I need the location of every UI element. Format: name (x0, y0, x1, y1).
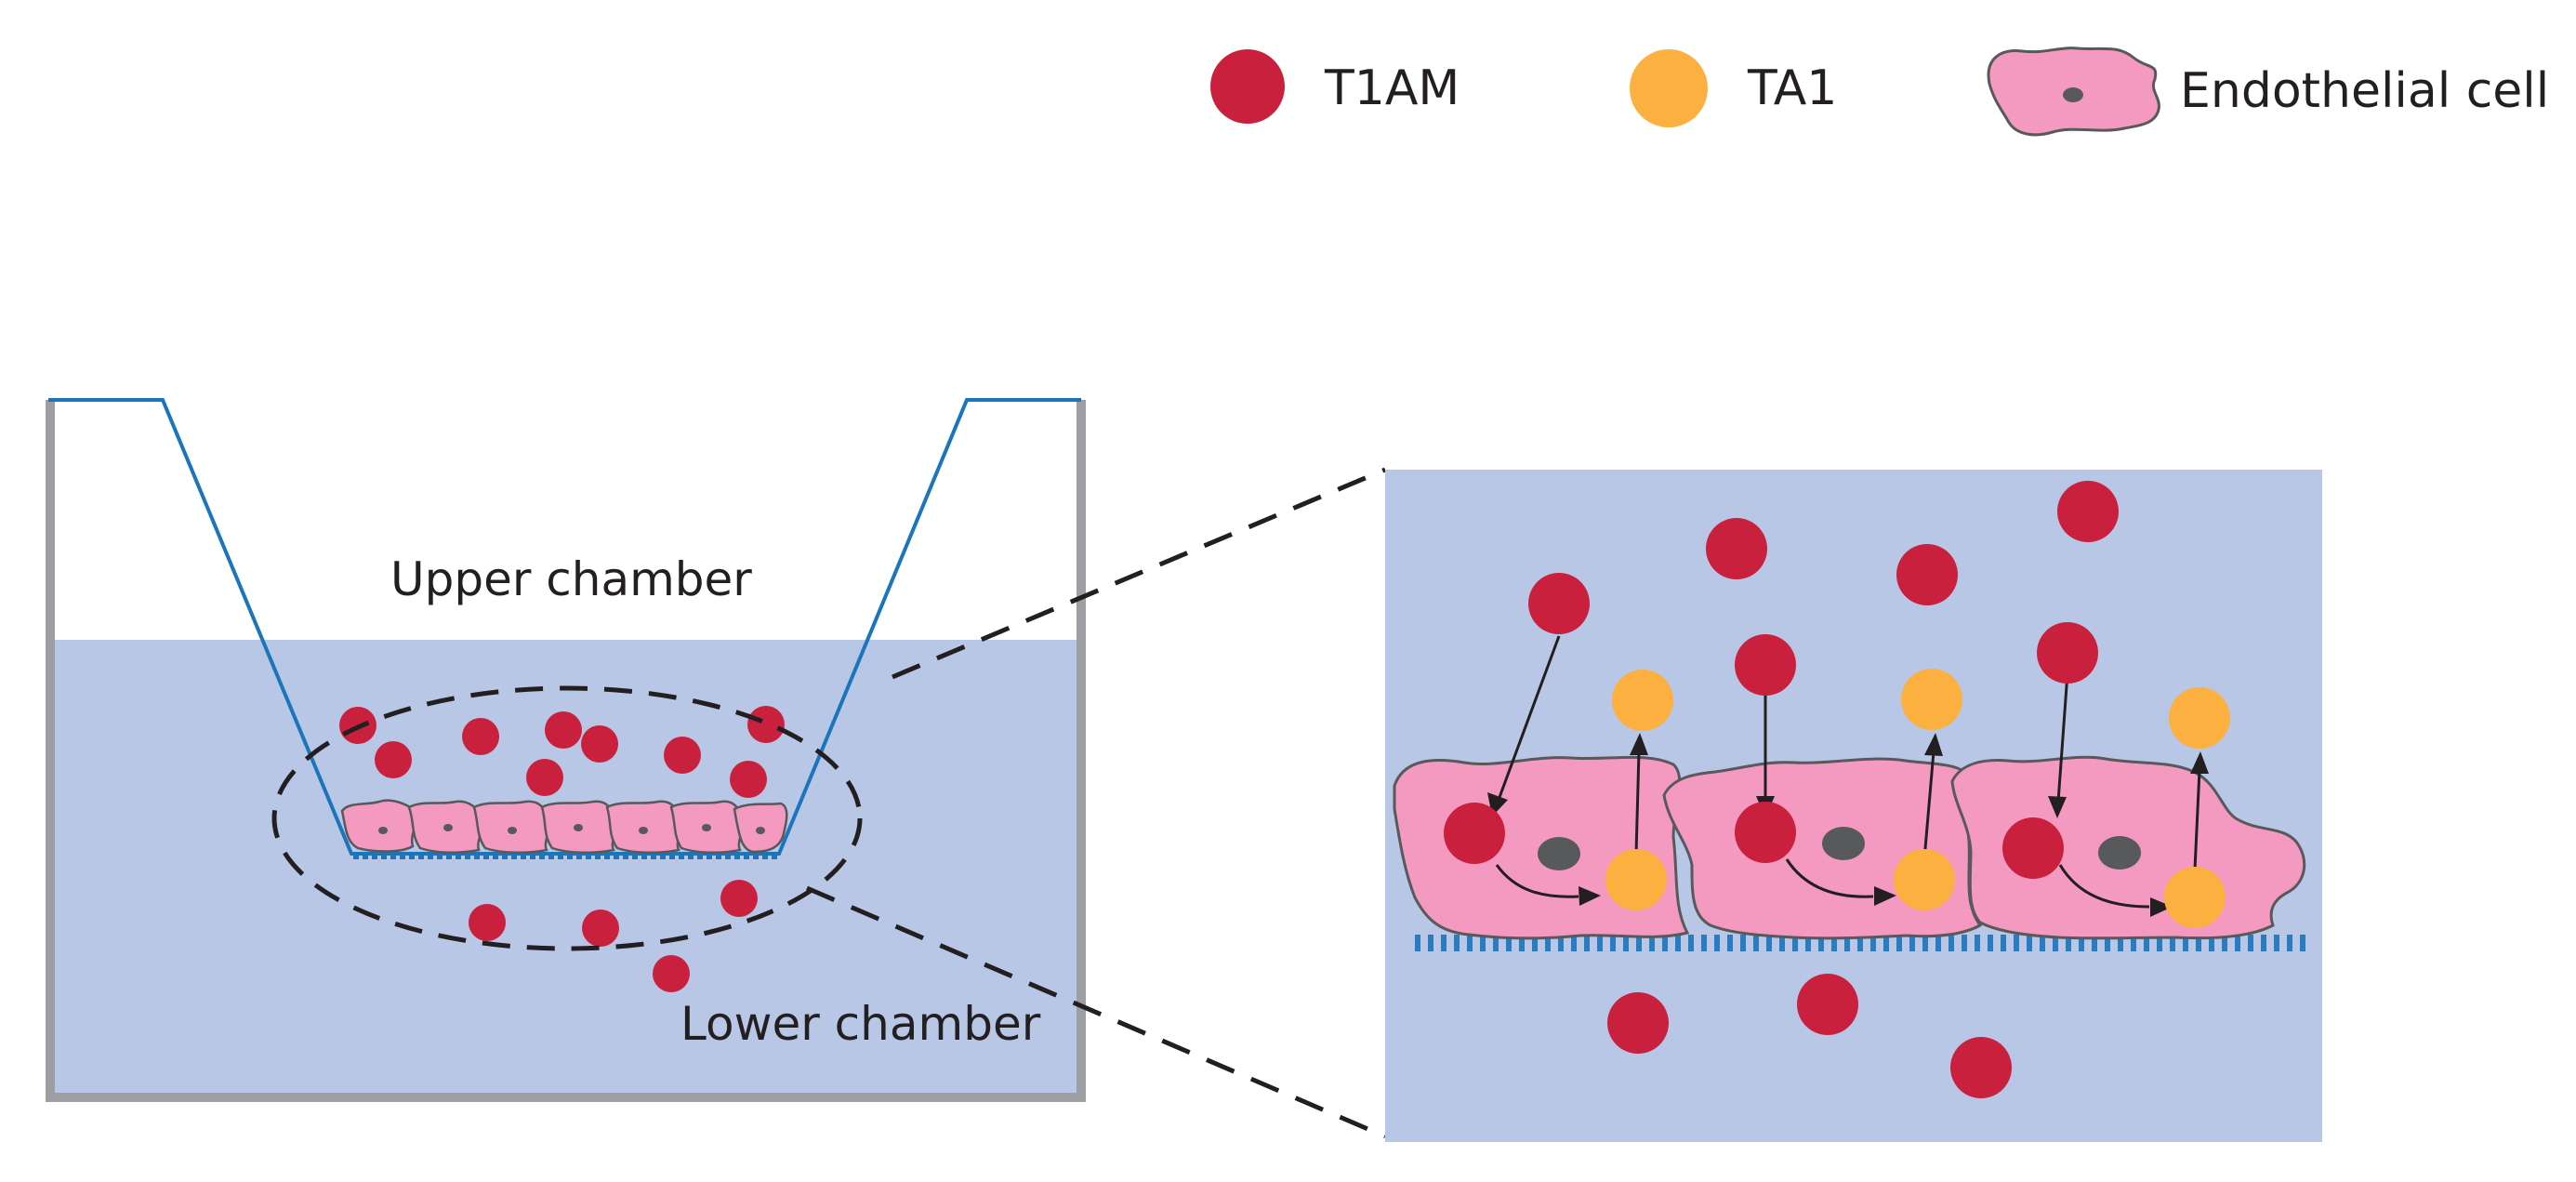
conversion-arrows (1495, 858, 2150, 909)
lower-chamber-label: Lower chamber (680, 997, 1041, 1051)
upper-chamber-label: Upper chamber (390, 552, 752, 606)
zoom-region-ellipse (271, 685, 863, 951)
magnified-ta1 (1605, 669, 2230, 928)
legend-label-t1am: T1AM (1324, 60, 1460, 116)
transwell-insert (48, 398, 1081, 856)
nucleus-3 (2098, 836, 2141, 870)
nucleus-1 (1538, 837, 1580, 870)
magnified-view (1385, 470, 2322, 1142)
cell-monolayer (340, 799, 788, 855)
zoom-connector-bottom (806, 885, 1386, 1139)
magnified-t1am (1444, 481, 2119, 1098)
efflux-arrows (1630, 733, 2209, 870)
legend-label-endothelial-cell: Endothelial cell (2180, 63, 2549, 119)
transwell-well: Upper chamber Lower chamber (46, 398, 1086, 1102)
endothelial-cell-2 (1662, 757, 1983, 940)
endothelial-cell-icon (1987, 46, 2160, 137)
lower-chamber-t1am (469, 880, 758, 992)
zoom-connector-top (892, 467, 1386, 680)
ta1-molecule-icon (1630, 49, 1708, 127)
well-wall (46, 400, 1086, 1102)
legend-label-ta1: TA1 (1747, 60, 1837, 116)
conversion-arrowheads (1579, 886, 2173, 917)
legend: T1AM TA1 Endothelial cell (1210, 46, 2549, 137)
nucleus-2 (1822, 827, 1865, 860)
t1am-molecule-icon (1210, 49, 1285, 124)
